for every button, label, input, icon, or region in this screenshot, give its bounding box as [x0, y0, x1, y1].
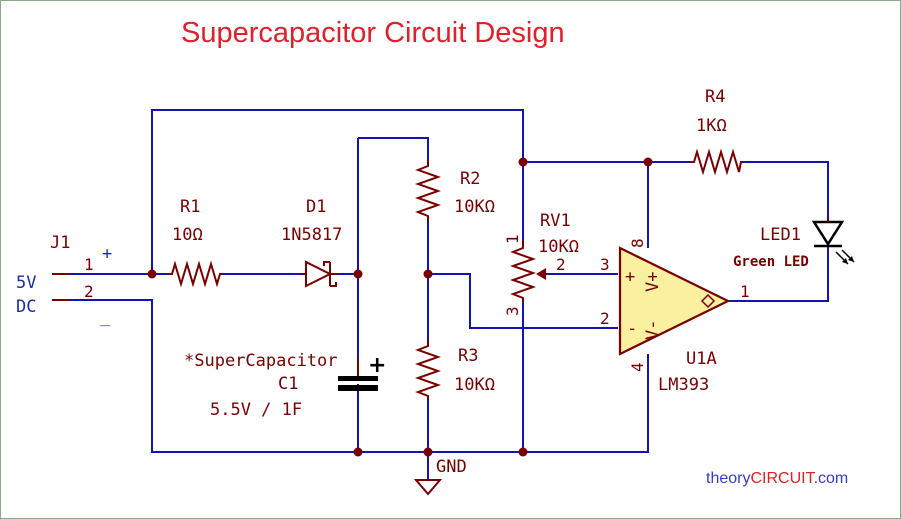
- gnd-label: GND: [436, 457, 467, 477]
- u1-vplus: V+: [643, 272, 663, 292]
- j1-pin1: 1: [84, 255, 94, 274]
- junction-dot: [353, 447, 363, 457]
- wire-r4-to-led: [743, 161, 829, 218]
- brand-part3: .com: [814, 470, 849, 487]
- ground-symbol: GND: [413, 457, 467, 496]
- d1-value: 1N5817: [281, 225, 342, 245]
- u1-pin1: 1: [740, 282, 750, 301]
- led-led1: LED1 Green LED: [733, 218, 855, 270]
- junction-dot: [423, 447, 433, 457]
- r2-ref: R2: [460, 169, 480, 189]
- r4-ref: R4: [705, 87, 725, 107]
- r4-value: 1KΩ: [696, 116, 727, 136]
- rv1-pin3: 3: [503, 306, 522, 316]
- u1-pin2: 2: [600, 309, 610, 328]
- u1-in-minus: -: [627, 319, 637, 339]
- capacitor-c1: + *SuperCapacitor C1 5.5V / 1F: [184, 351, 386, 420]
- wire-divider-to-inv: [428, 273, 618, 329]
- c1-note: *SuperCapacitor: [184, 351, 338, 371]
- diode-d1: D1 1N5817: [281, 197, 342, 288]
- d1-ref: D1: [306, 197, 326, 217]
- j1-minus: _: [100, 307, 111, 327]
- u1-ref: U1A: [686, 349, 717, 369]
- junction-dot: [423, 269, 433, 279]
- j1-plus: +: [102, 244, 112, 264]
- resistor-r3: R3 10KΩ: [414, 340, 495, 400]
- wire-gnd-rail: [70, 299, 649, 453]
- c1-value: 5.5V / 1F: [210, 400, 302, 420]
- resistor-r4: R4 1KΩ: [690, 87, 743, 176]
- wire-top-loop: [151, 109, 524, 274]
- supply-voltage-label: 5V: [16, 273, 36, 293]
- u1-pin4: 4: [628, 362, 647, 372]
- junctions: [147, 157, 653, 457]
- brand-part2: CIRCUIT: [750, 470, 815, 487]
- rv1-pin1: 1: [503, 234, 522, 244]
- r2-value: 10KΩ: [454, 197, 495, 217]
- brand-part1: theory: [706, 470, 750, 487]
- comparator-u1a: + - V+ V- 3 2 1 8 4 U1A LM393: [600, 238, 750, 395]
- j1-pin2: 2: [84, 282, 94, 301]
- r1-value: 10Ω: [172, 225, 203, 245]
- led1-ref: LED1: [760, 225, 801, 245]
- junction-dot: [147, 269, 157, 279]
- resistor-r1: R1 10Ω: [168, 197, 222, 288]
- led1-value: Green LED: [733, 254, 809, 270]
- resistor-r2: R2 10KΩ: [414, 160, 495, 222]
- u1-pin8: 8: [628, 238, 647, 248]
- connector-j1: J1 + _ 1 2 5V DC: [16, 233, 112, 327]
- wire-led-to-output: [728, 246, 829, 302]
- rv1-ref: RV1: [540, 211, 571, 231]
- junction-dot: [353, 269, 363, 279]
- r3-value: 10KΩ: [454, 375, 495, 395]
- c1-plus: +: [368, 353, 386, 378]
- u1-value: LM393: [658, 375, 709, 395]
- junction-dot: [643, 157, 653, 167]
- u1-pin3: 3: [600, 255, 610, 274]
- j1-ref: J1: [50, 233, 70, 253]
- supply-type-label: DC: [16, 297, 36, 317]
- c1-ref: C1: [278, 374, 298, 394]
- r3-ref: R3: [458, 346, 478, 366]
- wire-r2-top: [358, 137, 429, 160]
- potentiometer-rv1: RV1 10KΩ 1 2 3: [503, 211, 579, 316]
- u1-in-plus: +: [625, 267, 635, 287]
- r1-ref: R1: [180, 197, 200, 217]
- rv1-value: 10KΩ: [538, 237, 579, 257]
- junction-dot: [518, 447, 528, 457]
- brand-watermark: theoryCIRCUIT.com: [706, 470, 848, 487]
- diagram-title: Supercapacitor Circuit Design: [181, 17, 565, 49]
- wires: [70, 109, 829, 480]
- junction-dot: [518, 157, 528, 167]
- rv1-pin2: 2: [556, 255, 566, 274]
- u1-vminus: V-: [643, 320, 663, 340]
